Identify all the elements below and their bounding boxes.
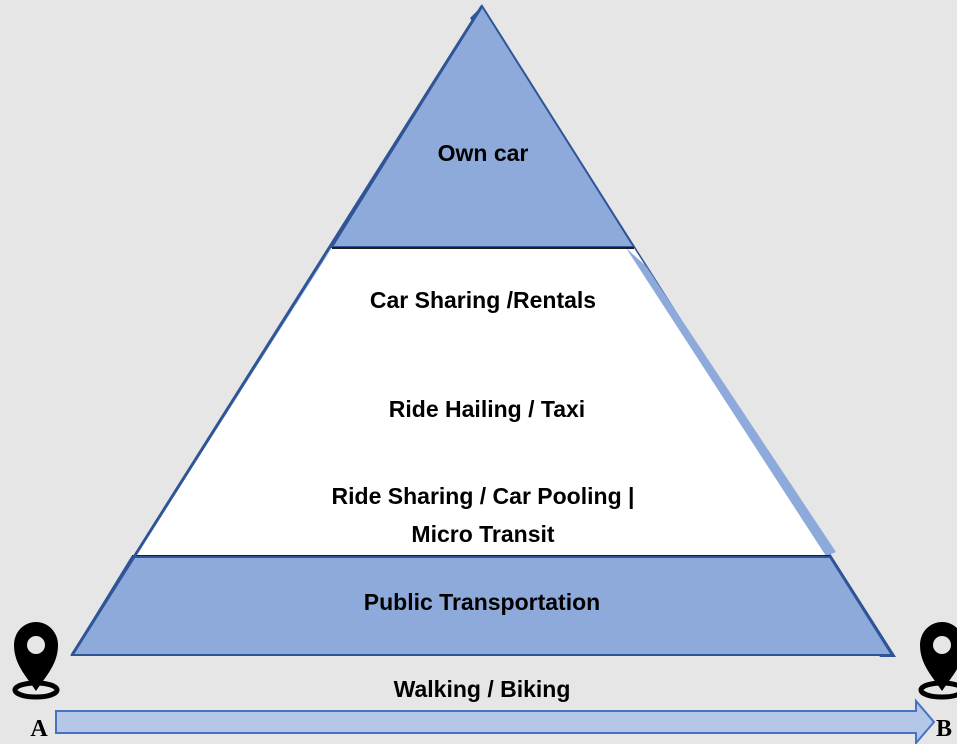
route-arrow <box>55 698 936 744</box>
tier-own-car <box>330 4 636 248</box>
tier-shared-mobility <box>132 248 830 556</box>
tier-label-car-sharing: Car Sharing /Rentals <box>370 287 596 313</box>
tier-label-public-transportation: Public Transportation <box>364 589 600 615</box>
map-pin-icon <box>918 622 957 700</box>
tier-label-ride-sharing-line1: Ride Sharing / Car Pooling | <box>332 483 635 509</box>
tier-label-own-car: Own car <box>438 140 529 166</box>
route-end-label: B <box>936 716 952 742</box>
tier-right-edge <box>626 248 836 556</box>
map-pin-icon <box>12 622 60 700</box>
tier-label-ride-sharing-line2: Micro Transit <box>411 521 554 547</box>
tier-label-ride-hailing: Ride Hailing / Taxi <box>389 396 585 422</box>
route-start-label: A <box>30 716 48 742</box>
base-label-walking-biking: Walking / Biking <box>394 676 571 702</box>
pyramid-left-outline <box>70 5 484 656</box>
